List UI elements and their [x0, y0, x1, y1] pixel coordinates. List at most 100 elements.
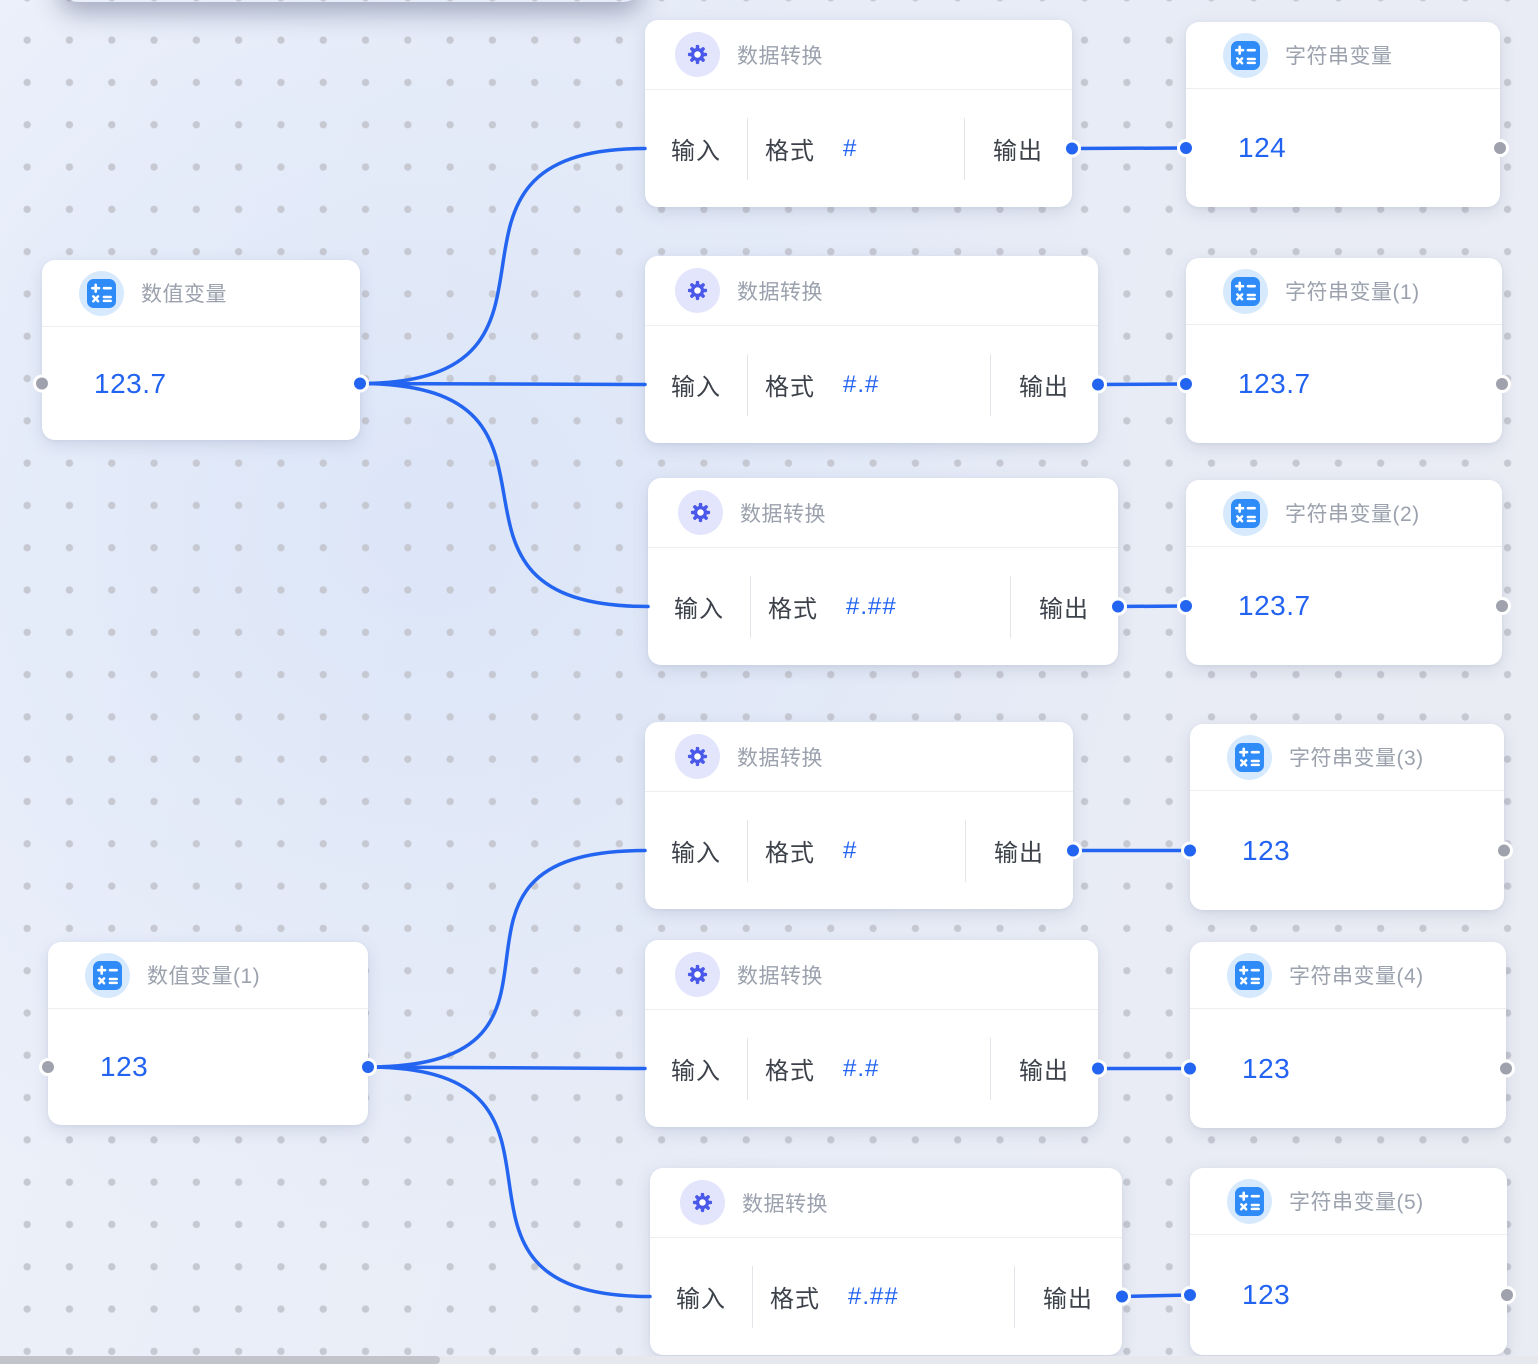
output-label: 输出 — [1019, 374, 1069, 401]
edge-t2-to-s2[interactable] — [1096, 382, 1188, 387]
format-label: 格式 — [770, 1286, 820, 1313]
input-label: 输入 — [671, 840, 721, 867]
variable-node-s3[interactable]: 字符串变量(2) 123.7 — [1186, 480, 1502, 665]
node-value[interactable]: 123 — [1242, 1052, 1291, 1084]
transform-node-t3[interactable]: 数据转换 输入 格式 #.## 输出 — [648, 478, 1118, 665]
edge-num2-to-t4[interactable] — [366, 848, 647, 1069]
node-body: 123.7 — [1186, 325, 1502, 443]
node-title: 字符串变量(5) — [1289, 1191, 1424, 1214]
output-label: 输出 — [1019, 1058, 1069, 1085]
edge-num2-to-t5[interactable] — [366, 1065, 647, 1071]
input-port-section[interactable]: 输入 — [645, 326, 747, 443]
node-title: 字符串变量(4) — [1289, 965, 1424, 988]
node-header: 字符串变量(4) — [1190, 942, 1506, 1009]
edge-num1-to-t2[interactable] — [358, 381, 647, 387]
variable-node-s1[interactable]: 字符串变量 124 — [1186, 22, 1500, 207]
input-port-section[interactable]: 输入 — [645, 1010, 747, 1127]
format-value[interactable]: # — [843, 836, 858, 864]
node-header: 数据转换 — [645, 940, 1098, 1010]
node-title: 数值变量(1) — [147, 965, 261, 988]
node-value[interactable]: 123 — [100, 1051, 149, 1082]
node-value[interactable]: 123 — [1242, 1279, 1291, 1310]
output-label: 输出 — [1039, 596, 1089, 623]
input-port-section[interactable]: 输入 — [645, 90, 747, 207]
node-title: 字符串变量(2) — [1285, 503, 1420, 526]
format-value[interactable]: #.# — [843, 1054, 880, 1082]
input-port-section[interactable]: 输入 — [650, 1238, 752, 1355]
node-title: 字符串变量 — [1285, 45, 1393, 68]
node-header: 字符串变量(1) — [1186, 258, 1502, 325]
gear-icon — [675, 952, 720, 997]
format-section[interactable]: 格式 #.## — [750, 548, 1010, 665]
format-section[interactable]: 格式 # — [747, 90, 964, 207]
variable-node-s4[interactable]: 字符串变量(3) 123 — [1190, 724, 1504, 910]
output-label: 输出 — [994, 840, 1044, 867]
gear-icon — [678, 490, 723, 535]
output-port-section[interactable]: 输出 — [965, 792, 1073, 909]
horizontal-scrollbar-thumb[interactable] — [0, 1356, 440, 1364]
input-label: 输入 — [671, 374, 721, 401]
transform-node-t4[interactable]: 数据转换 输入 格式 # 输出 — [645, 722, 1073, 909]
calculator-icon — [1227, 952, 1272, 998]
calculator-icon — [1227, 1178, 1272, 1224]
output-port-section[interactable]: 输出 — [964, 90, 1072, 207]
output-port-section[interactable]: 输出 — [990, 326, 1098, 443]
node-value[interactable]: 123.7 — [94, 367, 167, 399]
node-header: 字符串变量(3) — [1190, 724, 1504, 791]
format-section[interactable]: 格式 # — [747, 792, 965, 909]
format-label: 格式 — [765, 1058, 815, 1085]
edge-t1-to-s1[interactable] — [1070, 146, 1188, 151]
output-label: 输出 — [1043, 1286, 1093, 1313]
input-port-section[interactable]: 输入 — [648, 548, 750, 665]
node-header: 数值变量(1) — [48, 942, 368, 1009]
output-port-section[interactable]: 输出 — [1014, 1238, 1122, 1355]
transform-node-t6[interactable]: 数据转换 输入 格式 #.## 输出 — [650, 1168, 1122, 1355]
node-body: 123 — [1190, 791, 1504, 910]
format-label: 格式 — [765, 138, 815, 165]
node-header: 数据转换 — [645, 20, 1072, 90]
node-value[interactable]: 123 — [1242, 834, 1291, 866]
variable-node-s5[interactable]: 字符串变量(4) 123 — [1190, 942, 1506, 1128]
transform-node-t2[interactable]: 数据转换 输入 格式 #.# 输出 — [645, 256, 1098, 443]
transform-node-t5[interactable]: 数据转换 输入 格式 #.# 输出 — [645, 940, 1098, 1127]
format-section[interactable]: 格式 #.# — [747, 326, 990, 443]
variable-node-s2[interactable]: 字符串变量(1) 123.7 — [1186, 258, 1502, 443]
node-title: 数据转换 — [742, 1192, 828, 1216]
node-body: 123 — [1190, 1235, 1507, 1355]
format-value[interactable]: #.## — [846, 592, 897, 620]
node-body: 输入 格式 #.## 输出 — [650, 1238, 1122, 1355]
format-value[interactable]: #.## — [848, 1282, 899, 1310]
edge-t6-to-s6[interactable] — [1120, 1293, 1192, 1299]
format-value[interactable]: # — [843, 134, 858, 162]
node-value[interactable]: 124 — [1238, 132, 1287, 163]
node-value[interactable]: 123.7 — [1238, 590, 1311, 621]
output-port-section[interactable]: 输出 — [1010, 548, 1118, 665]
output-port-section[interactable]: 输出 — [990, 1010, 1098, 1127]
edge-num1-to-t1[interactable] — [358, 146, 647, 386]
node-header: 字符串变量(2) — [1186, 480, 1502, 547]
variable-node-num1[interactable]: 数值变量 123.7 — [42, 260, 360, 440]
input-port-section[interactable]: 输入 — [645, 792, 747, 909]
format-label: 格式 — [765, 374, 815, 401]
node-title: 数据转换 — [740, 502, 826, 526]
format-label: 格式 — [765, 840, 815, 867]
variable-node-num2[interactable]: 数值变量(1) 123 — [48, 942, 368, 1125]
node-body: 123 — [48, 1009, 368, 1125]
input-label: 输入 — [671, 1058, 721, 1085]
input-label: 输入 — [671, 138, 721, 165]
node-header: 数据转换 — [650, 1168, 1122, 1238]
format-value[interactable]: #.# — [843, 370, 880, 398]
variable-node-s6[interactable]: 字符串变量(5) 123 — [1190, 1168, 1507, 1355]
edge-num2-to-t6[interactable] — [366, 1065, 652, 1299]
edge-num1-to-t3[interactable] — [358, 381, 650, 609]
node-header: 数据转换 — [645, 722, 1073, 792]
edge-t3-to-s3[interactable] — [1116, 604, 1188, 609]
node-value[interactable]: 123.7 — [1238, 368, 1311, 399]
transform-node-t1[interactable]: 数据转换 输入 格式 # 输出 — [645, 20, 1072, 207]
format-section[interactable]: 格式 #.## — [752, 1238, 1014, 1355]
node-body: 124 — [1186, 89, 1500, 207]
format-section[interactable]: 格式 #.# — [747, 1010, 990, 1127]
horizontal-scrollbar-track[interactable] — [0, 1356, 1538, 1364]
input-label: 输入 — [676, 1286, 726, 1313]
